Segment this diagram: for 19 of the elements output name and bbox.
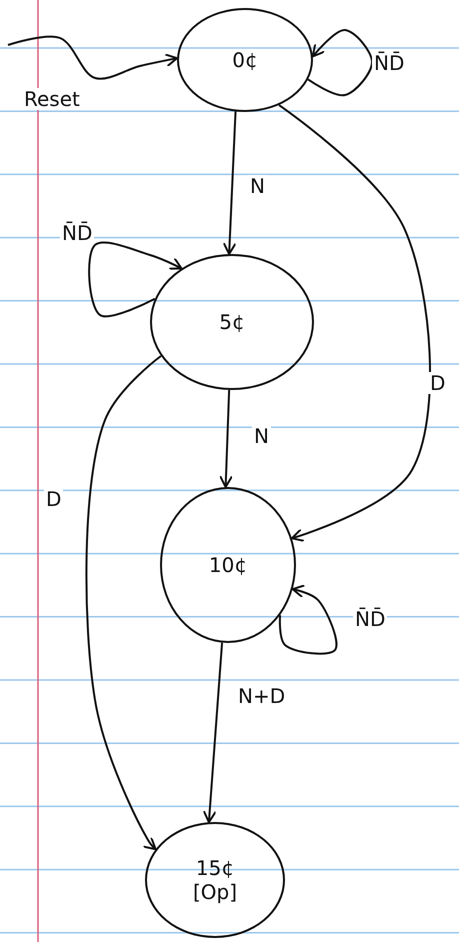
transition-arrow <box>219 390 234 488</box>
state-circle <box>177 8 313 112</box>
state-circle <box>150 254 314 390</box>
state-output: [Op] <box>192 880 238 904</box>
transition-arrow <box>222 111 237 256</box>
transition-arrow <box>202 642 224 824</box>
transition-arrow <box>8 36 178 80</box>
transition-arrow <box>278 104 431 542</box>
transition-arrow <box>85 355 162 850</box>
self-loop-arrow <box>308 29 373 96</box>
state-label: 0¢ <box>232 48 258 72</box>
state-label: 5¢ <box>219 310 245 334</box>
state-label: 10¢ <box>208 553 248 577</box>
state-circle <box>160 487 296 643</box>
edge-label: D <box>428 372 448 394</box>
state-label: 15¢ <box>196 856 234 880</box>
state-circle <box>145 822 285 938</box>
self-loop-arrow <box>278 584 338 655</box>
self-loop-arrow <box>88 242 183 318</box>
